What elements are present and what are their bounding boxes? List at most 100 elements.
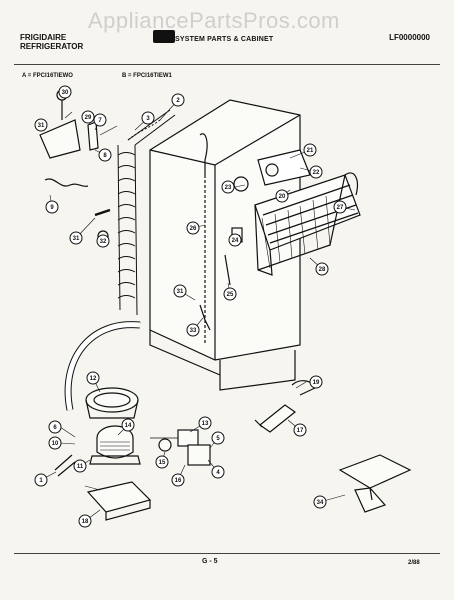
callout-number: 30 [62, 90, 69, 96]
callout-9: 9 [45, 200, 59, 214]
callout-circle [58, 85, 72, 99]
callout-circle [173, 284, 187, 298]
callout-5: 5 [211, 431, 225, 445]
callout-circle [171, 473, 185, 487]
callout-4: 4 [211, 465, 225, 479]
compressor-base [86, 481, 152, 521]
callout-number: 33 [190, 328, 197, 334]
callout-number: 25 [227, 292, 234, 298]
drain-trough [199, 304, 211, 331]
callout-number: 3 [146, 116, 150, 122]
callout-31: 31 [34, 118, 48, 132]
compressor [89, 425, 141, 465]
callout-32: 32 [96, 234, 110, 248]
callout-number: 32 [100, 239, 107, 245]
callout-number: 2 [176, 98, 180, 104]
callout-15: 15 [155, 455, 169, 469]
callout-circle [81, 110, 95, 124]
callout-circle [313, 495, 327, 509]
callout-circle [69, 231, 83, 245]
callout-number: 24 [232, 238, 239, 244]
callout-number: 8 [103, 153, 107, 159]
callout-number: 18 [82, 519, 89, 525]
callout-number: 14 [125, 423, 132, 429]
callout-circle [45, 200, 59, 214]
callout-circle [223, 287, 237, 301]
callout-number: 7 [98, 118, 102, 124]
callout-number: 12 [90, 376, 97, 382]
model-a-label: A = FPCI16TIEWO [22, 73, 73, 79]
callout-number: 15 [159, 460, 166, 466]
callout-1: 1 [34, 473, 48, 487]
callout-8: 8 [98, 148, 112, 162]
callout-14: 14 [121, 418, 135, 432]
callout-circle [48, 420, 62, 434]
callout-circle [315, 262, 329, 276]
callout-circle [333, 200, 347, 214]
callout-circle [141, 111, 155, 125]
callout-30: 30 [58, 85, 72, 99]
condenser-coil [117, 109, 176, 316]
callout-21: 21 [303, 143, 317, 157]
callout-number: 29 [85, 115, 92, 121]
callout-number: 4 [216, 470, 220, 476]
callout-circle [186, 221, 200, 235]
callout-number: 31 [177, 289, 184, 295]
callout-circle [78, 514, 92, 528]
callout-number: 26 [190, 226, 197, 232]
callout-circle [211, 431, 225, 445]
callout-number: 22 [313, 170, 320, 176]
start-relay [150, 429, 211, 466]
power-cord [54, 454, 76, 477]
callout-17: 17 [293, 423, 307, 437]
callout-number: 21 [307, 148, 314, 154]
callout-18: 18 [78, 514, 92, 528]
callout-circle [93, 113, 107, 127]
callout-circle [96, 234, 110, 248]
callout-number: 31 [73, 236, 80, 242]
callout-26: 26 [186, 221, 200, 235]
callout-number: 31 [38, 123, 45, 129]
callout-circle [221, 180, 235, 194]
suction-line-loop [64, 321, 141, 411]
callout-11: 11 [73, 459, 87, 473]
callout-circle [211, 465, 225, 479]
callout-24: 24 [228, 233, 242, 247]
callout-circle [121, 418, 135, 432]
drain-pan [85, 387, 139, 419]
callout-number: 11 [77, 464, 84, 470]
light-bulb [233, 176, 249, 192]
revision-date: 2/88 [408, 560, 420, 566]
callout-number: 6 [53, 425, 57, 431]
callout-31: 31 [69, 231, 83, 245]
callout-circle [186, 323, 200, 337]
callout-7: 7 [93, 113, 107, 127]
callout-25: 25 [223, 287, 237, 301]
footer-divider [14, 553, 440, 554]
callout-3: 3 [141, 111, 155, 125]
relay-cover [158, 438, 172, 452]
manufacturer-logo [153, 30, 175, 43]
callout-6: 6 [48, 420, 62, 434]
callout-number: 17 [297, 428, 304, 434]
callout-circle [198, 416, 212, 430]
brand-label: FRIGIDAIRE [20, 33, 67, 42]
callout-20: 20 [275, 189, 289, 203]
callout-number: 5 [216, 436, 220, 442]
callout-circle [73, 459, 87, 473]
callout-circle [309, 375, 323, 389]
callout-33: 33 [186, 323, 200, 337]
callout-number: 23 [225, 185, 232, 191]
callout-29: 29 [81, 110, 95, 124]
fan-motor-mount [265, 163, 279, 177]
header-divider [14, 64, 440, 65]
callout-circle [86, 371, 100, 385]
callout-circle [98, 148, 112, 162]
callout-circle [309, 165, 323, 179]
callout-number: 16 [175, 478, 182, 484]
callout-circle [34, 473, 48, 487]
callout-28: 28 [315, 262, 329, 276]
callout-13: 13 [198, 416, 212, 430]
callout-number: 9 [50, 205, 54, 211]
